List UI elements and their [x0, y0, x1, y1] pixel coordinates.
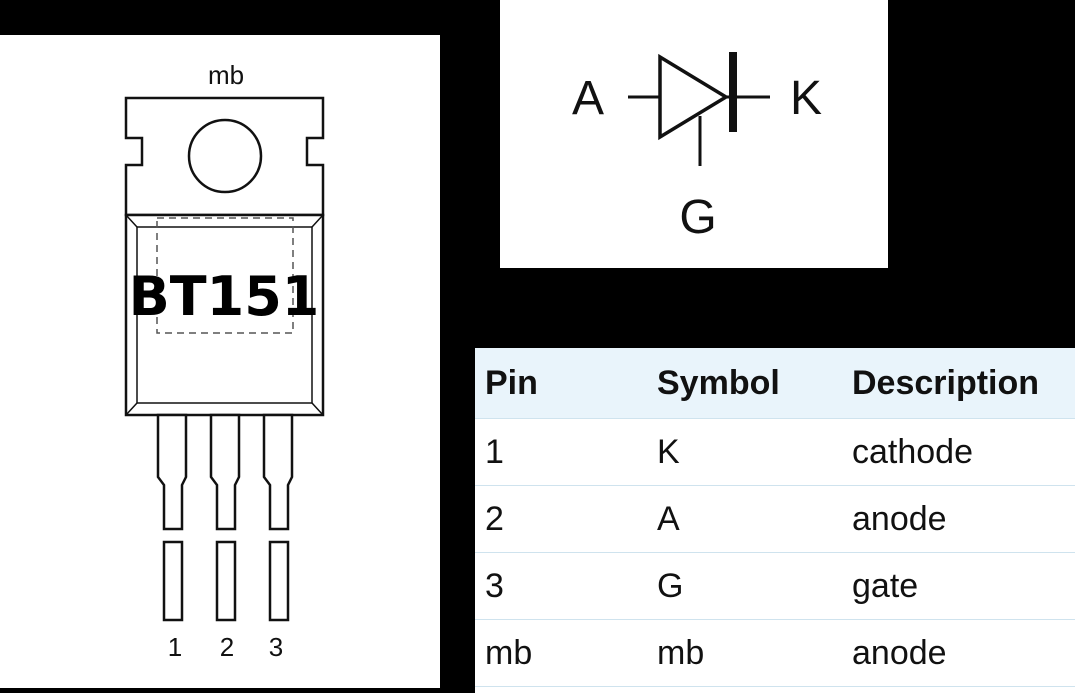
- cell-pin: 3: [475, 552, 647, 620]
- header-description: Description: [842, 348, 1075, 419]
- cell-description: gate: [842, 552, 1075, 620]
- part-number-label: BT151: [129, 265, 320, 328]
- header-pin: Pin: [475, 348, 647, 419]
- anode-label: A: [572, 72, 604, 125]
- mounting-hole: [187, 118, 263, 194]
- pin-number-1: 1: [168, 632, 182, 662]
- thyristor-symbol-panel: A K G: [500, 0, 888, 268]
- cell-description: cathode: [842, 418, 1075, 486]
- cell-symbol: A: [647, 485, 842, 553]
- cell-pin: mb: [475, 619, 647, 687]
- cell-description: anode: [842, 485, 1075, 553]
- leads: [156, 413, 294, 622]
- table-row: 3 G gate: [475, 552, 1075, 620]
- cell-description: anode: [842, 619, 1075, 687]
- cell-pin: 2: [475, 485, 647, 553]
- lead-3-upper: [262, 413, 294, 531]
- thyristor-symbol: A K G: [572, 52, 822, 244]
- cell-pin: 1: [475, 418, 647, 486]
- pin-number-2: 2: [220, 632, 234, 662]
- diode-triangle: [658, 53, 730, 141]
- table-row: 1 K cathode: [475, 418, 1075, 486]
- pin-description-table: Pin Symbol Description 1 K cathode 2 A a…: [475, 348, 1075, 687]
- cathode-label: K: [790, 72, 822, 125]
- table-header-row: Pin Symbol Description: [475, 348, 1075, 419]
- pin-number-3: 3: [269, 632, 283, 662]
- cell-symbol: mb: [647, 619, 842, 687]
- lead-2-lower: [215, 540, 237, 622]
- cell-symbol: K: [647, 418, 842, 486]
- lead-1-upper: [156, 413, 188, 531]
- cell-symbol: G: [647, 552, 842, 620]
- gate-label: G: [679, 191, 716, 244]
- package-outline-panel: mb BT151 1 2 3: [0, 35, 440, 688]
- lead-2-upper: [209, 413, 241, 531]
- mounting-base-label: mb: [208, 60, 244, 90]
- die-outline: [156, 217, 294, 334]
- to220-package-drawing: mb BT151 1 2 3: [124, 60, 325, 662]
- table-row: 2 A anode: [475, 485, 1075, 553]
- package-body: [124, 213, 325, 417]
- lead-1-lower: [162, 540, 184, 622]
- package-body-inner: [136, 226, 313, 404]
- pin-description-table-panel: Pin Symbol Description 1 K cathode 2 A a…: [475, 348, 1075, 693]
- lead-3-lower: [268, 540, 290, 622]
- header-symbol: Symbol: [647, 348, 842, 419]
- table-row: mb mb anode: [475, 619, 1075, 687]
